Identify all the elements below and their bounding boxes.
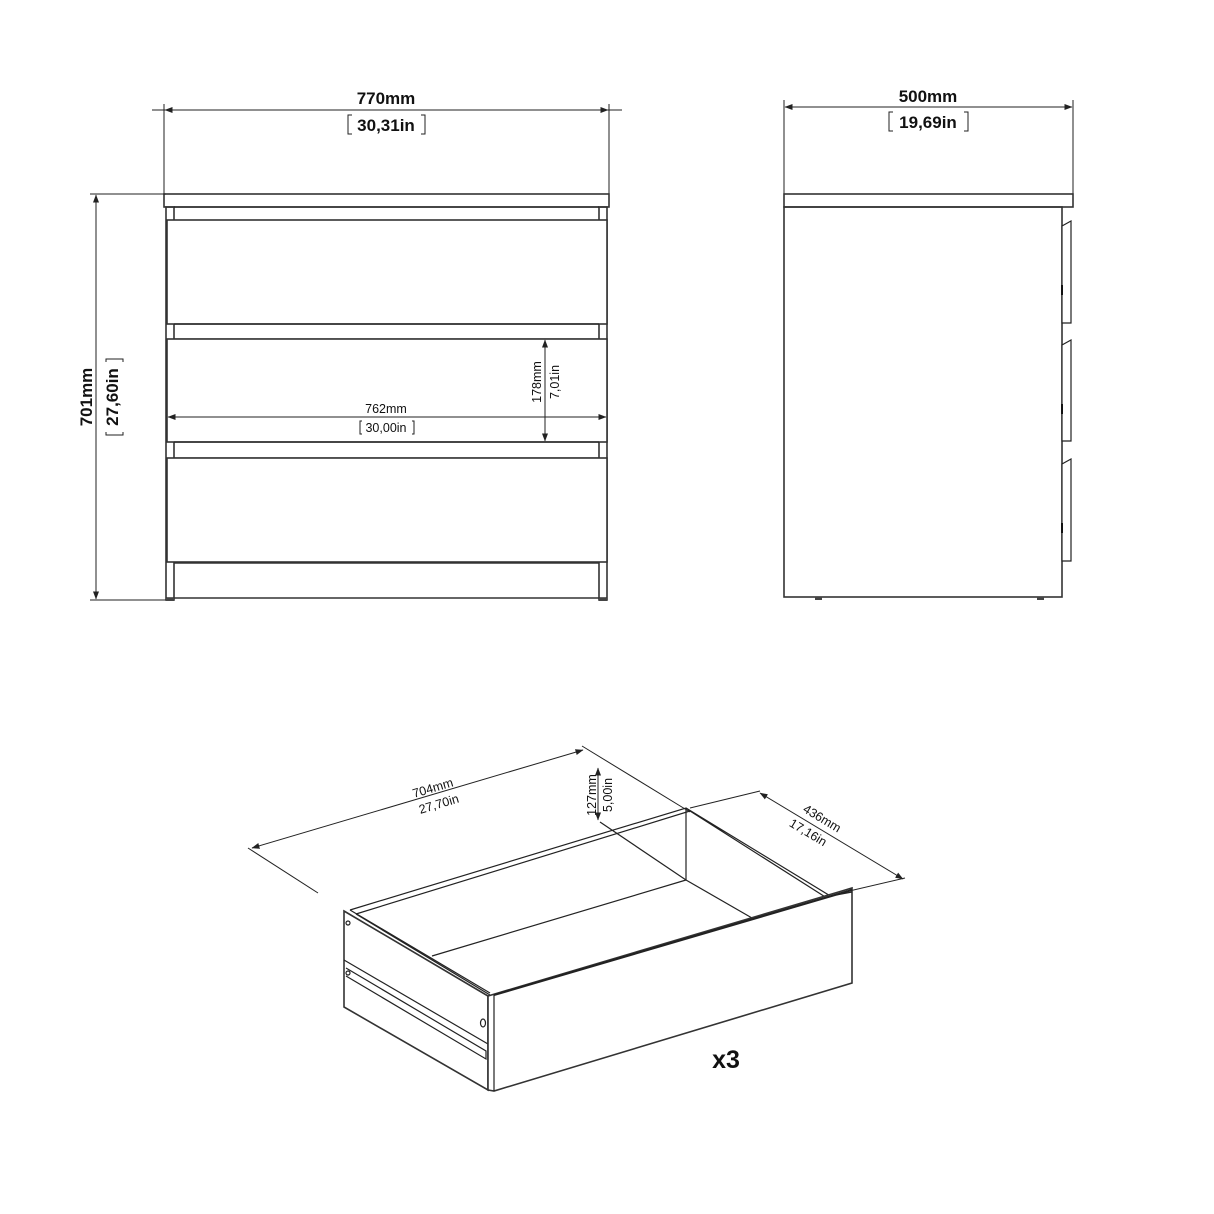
drawer-height-iso-dimension: 127mm 5,00in (585, 767, 615, 821)
drawer-height-dimension: 178mm 7,01in (530, 339, 562, 442)
drawer-width-mm-label: 762mm (365, 402, 407, 416)
top-panel (163, 193, 610, 208)
front-view: 770mm 30,31in 762mm 30,00in (77, 89, 622, 601)
side-view: 500mm 19,69in (783, 87, 1074, 600)
side-drawer-profile-3 (1061, 457, 1072, 562)
front-width-dimension: 770mm 30,31in (152, 89, 622, 195)
front-height-mm-label: 701mm (77, 368, 96, 427)
drawer-height-mm-label: 178mm (530, 361, 544, 403)
drawer-isometric: 704mm 27,70in 127mm 5,00in 436mm 17,16in (247, 745, 906, 1092)
side-drawer-profile-2 (1061, 338, 1072, 442)
side-top-panel (783, 193, 1074, 208)
drawer-quantity-label: x3 (712, 1046, 740, 1074)
front-width-in-label: 30,31in (357, 116, 415, 135)
side-depth-in-label: 19,69in (899, 113, 957, 132)
drawer-width-in-label: 30,00in (365, 421, 406, 435)
side-depth-mm-label: 500mm (899, 87, 958, 106)
side-body (783, 206, 1063, 598)
drawer-length-dimension: 704mm 27,70in (247, 745, 691, 894)
bracket-decorations (105, 358, 124, 436)
front-height-dimension: 701mm 27,60in (77, 193, 166, 601)
drawer-front-panel (487, 886, 853, 1092)
drawer-depth-dimension: 436mm 17,16in (689, 790, 906, 893)
drawer-side-panel (343, 909, 489, 1092)
drawer-front-1 (166, 219, 608, 325)
drawer-front-3 (166, 457, 608, 563)
drawer-front-2 (166, 338, 608, 443)
side-drawer-profile-1 (1061, 219, 1072, 324)
drawer-iso-height-mm-label: 127mm (585, 774, 599, 816)
front-width-mm-label: 770mm (357, 89, 416, 108)
drawer-width-dimension: 762mm 30,00in (167, 402, 607, 435)
drawer-iso-height-in-label: 5,00in (601, 778, 615, 812)
side-depth-dimension: 500mm 19,69in (783, 87, 1074, 195)
front-height-in-label: 27,60in (103, 368, 122, 426)
drawer-height-in-label: 7,01in (548, 365, 562, 399)
